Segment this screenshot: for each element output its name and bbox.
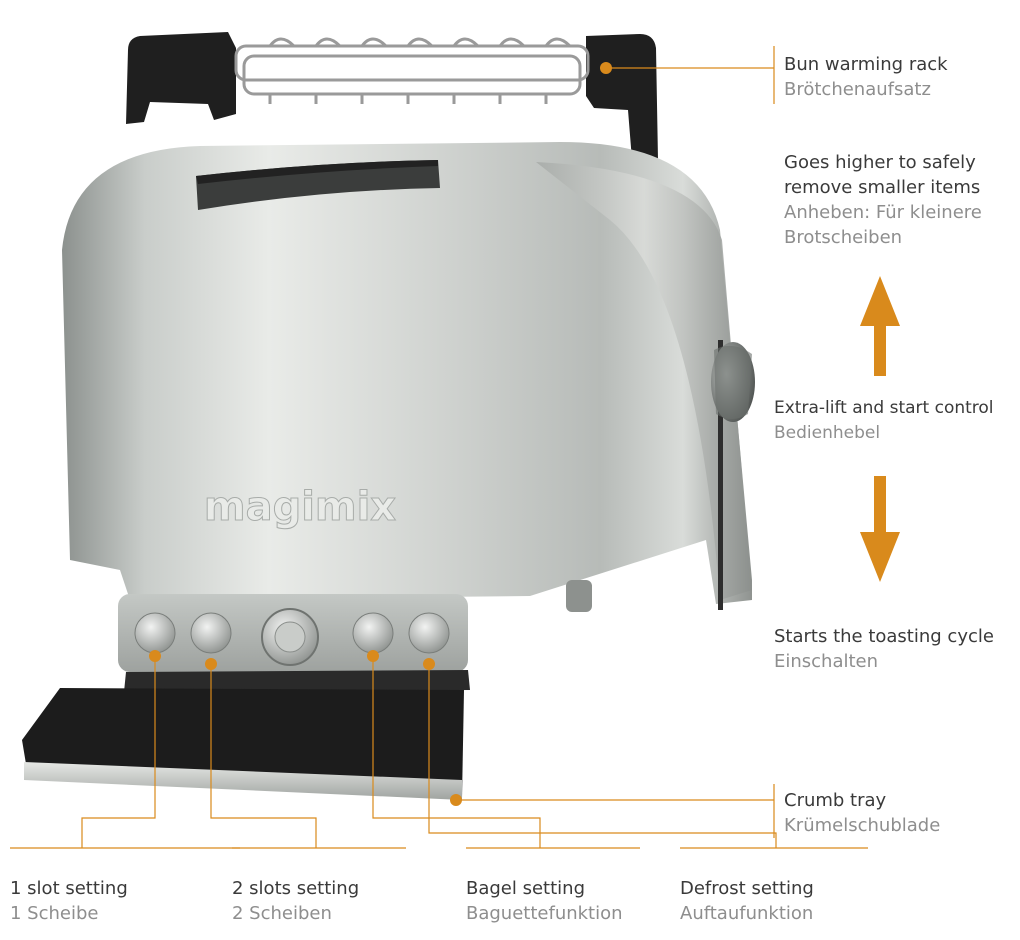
arrow-up-icon (860, 276, 900, 376)
arrow-down-icon (860, 476, 900, 582)
label-lever: Extra-lift and start control Bedienhebel (774, 398, 994, 443)
label-crumb-tray: Crumb tray Krümelschublade (784, 790, 941, 836)
bun-warming-rack (126, 32, 658, 160)
label-defrost: Defrost setting Auftaufunktion (680, 878, 814, 924)
brand-logo: magimix (204, 484, 396, 530)
label-one-slot: 1 slot setting 1 Scheibe (10, 878, 128, 924)
label-lift-higher: Goes higher to safely remove smaller ite… (784, 152, 982, 248)
callout-dots (149, 62, 612, 806)
label-start: Starts the toasting cycle Einschalten (774, 626, 994, 672)
toaster-body: magimix (22, 142, 755, 800)
label-two-slots: 2 slots setting 2 Scheiben (232, 878, 360, 924)
callout-leaders (10, 46, 868, 849)
label-bun-warming-rack: Bun warming rack Brötchenaufsatz (784, 54, 948, 100)
label-bagel: Bagel setting Baguettefunktion (466, 878, 623, 924)
